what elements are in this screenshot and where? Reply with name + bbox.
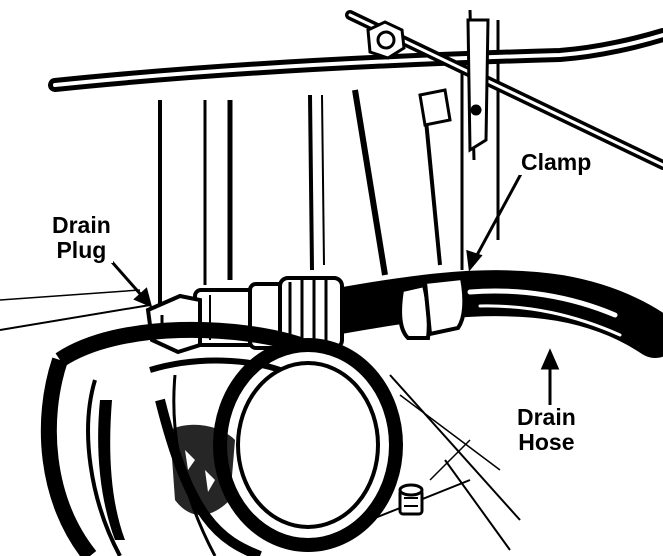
drain-hose-label-line2: Hose xyxy=(518,429,575,455)
collar-shading xyxy=(98,400,235,540)
top-cables xyxy=(48,10,663,170)
drain-plug-label: Drain Plug xyxy=(50,213,113,263)
drain-hose-label-line1: Drain xyxy=(517,404,576,430)
leader-lines xyxy=(110,171,560,405)
floor-nut xyxy=(398,483,424,516)
background-frame xyxy=(0,9,521,551)
clamp-label-text: Clamp xyxy=(521,149,592,175)
drain-hose-label: Drain Hose xyxy=(515,405,578,455)
drain-plug-label-line1: Drain xyxy=(52,212,111,238)
hose-clamp xyxy=(398,275,467,340)
clamp-label: Clamp xyxy=(519,149,594,175)
drain-hose xyxy=(277,270,663,358)
drain-plug-label-line2: Plug xyxy=(56,237,107,263)
bolt-bracket xyxy=(366,18,490,153)
